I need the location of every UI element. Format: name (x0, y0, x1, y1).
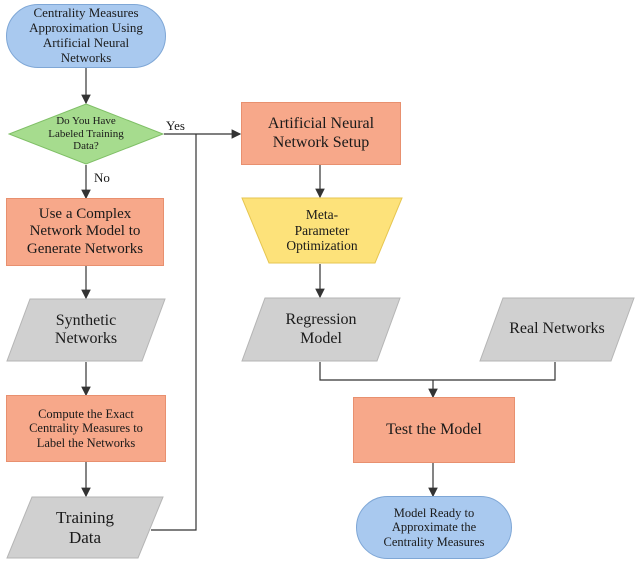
ann-setup-label: Artificial Neural Network Setup (267, 115, 375, 151)
yes-label: Yes (166, 118, 185, 133)
compute-measures-box: Compute the Exact Centrality Measures to… (6, 395, 166, 462)
edge-real-merge (433, 362, 556, 381)
real-networks-data: Real Networks (479, 297, 635, 362)
real-label: Real Networks (509, 320, 605, 338)
decision-label: Do You Have Labeled Training Data? (48, 115, 124, 153)
meta-optimization-node: Meta-Parameter Optimization (241, 197, 403, 264)
regression-label: Regression Model (285, 311, 357, 347)
generate-label: Use a Complex Network Model to Generate … (26, 206, 144, 257)
end-label: Model Ready to Approximate the Centralit… (383, 505, 485, 549)
compute-label: Compute the Exact Centrality Measures to… (29, 406, 143, 450)
test-model-box: Test the Model (353, 397, 515, 463)
synthetic-label: Synthetic Networks (54, 311, 118, 347)
start-terminal: Centrality Measures Approximation Using … (6, 4, 166, 68)
regression-model-data: Regression Model (241, 297, 401, 362)
end-terminal: Model Ready to Approximate the Centralit… (356, 496, 512, 559)
edge-training-ann (151, 134, 197, 531)
generate-networks-box: Use a Complex Network Model to Generate … (6, 198, 164, 266)
meta-label: Meta-Parameter Optimization (286, 207, 358, 254)
test-label: Test the Model (386, 420, 482, 438)
decision-node: Do You Have Labeled Training Data? (8, 103, 164, 165)
no-label: No (94, 170, 110, 185)
synthetic-networks-data: Synthetic Networks (6, 298, 166, 362)
training-data-data: Training Data (6, 496, 164, 559)
training-label: Training Data (56, 507, 114, 547)
ann-setup-box: Artificial Neural Network Setup (241, 102, 401, 165)
start-label: Centrality Measures Approximation Using … (29, 5, 143, 65)
edge-regression-merge (319, 362, 433, 381)
